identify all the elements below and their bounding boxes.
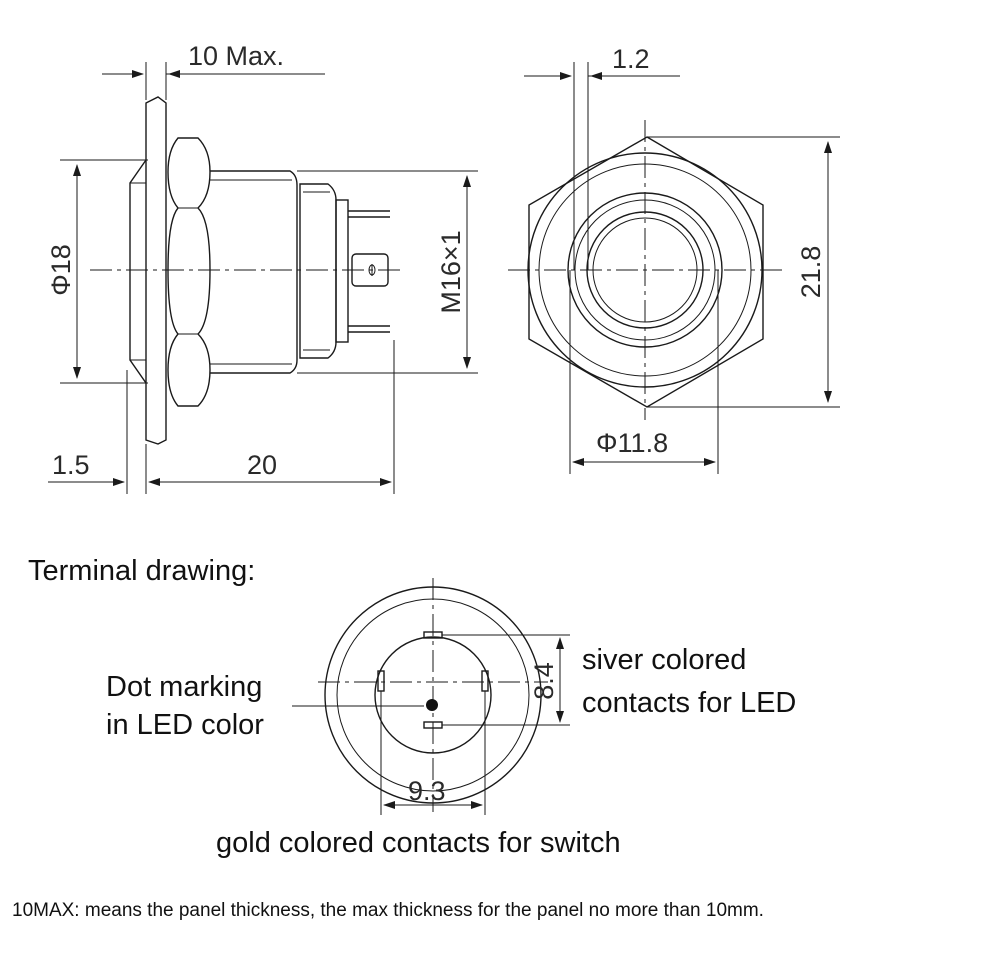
dim-length: 20 [247,450,277,480]
terminal-drawing-title: Terminal drawing: [28,555,255,587]
switch-contacts-label: gold colored contacts for switch [216,827,621,859]
dot-marking [426,699,438,711]
bezel-head [129,159,147,384]
dim-pin-spacing-h: 9.3 [408,776,446,806]
dim-diameter-18: Φ18 [46,244,76,296]
threaded-body [210,170,298,374]
side-view: Φ18 10 Max. M16×1 1.5 20 [46,41,478,494]
dim-thread: M16×1 [436,230,466,313]
terminal-pins [348,210,390,333]
terminal-block [335,199,349,343]
hex-nut [167,137,211,407]
footnote: 10MAX: means the panel thickness, the ma… [12,900,764,921]
panel-section [145,96,167,445]
dot-marking-label-2: in LED color [106,709,264,741]
hex-outline [528,136,764,408]
led-contacts-label-2: contacts for LED [582,687,796,719]
led-contacts-label-1: siver colored [582,644,746,676]
dim-pin-spacing-v: 8.4 [529,662,559,700]
dim-flange: 1.5 [52,450,90,480]
rear-cap [299,183,337,359]
front-view: 1.2 21.8 Φ11.8 [508,44,840,474]
dim-hex-width: 21.8 [796,246,826,299]
terminal-view: 8.4 9.3 [292,578,570,815]
dim-tab: 1.2 [612,44,650,74]
dot-marking-label-1: Dot marking [106,671,262,703]
dim-diameter-118: Φ11.8 [596,428,668,458]
dim-max-thickness: 10 Max. [188,41,284,71]
